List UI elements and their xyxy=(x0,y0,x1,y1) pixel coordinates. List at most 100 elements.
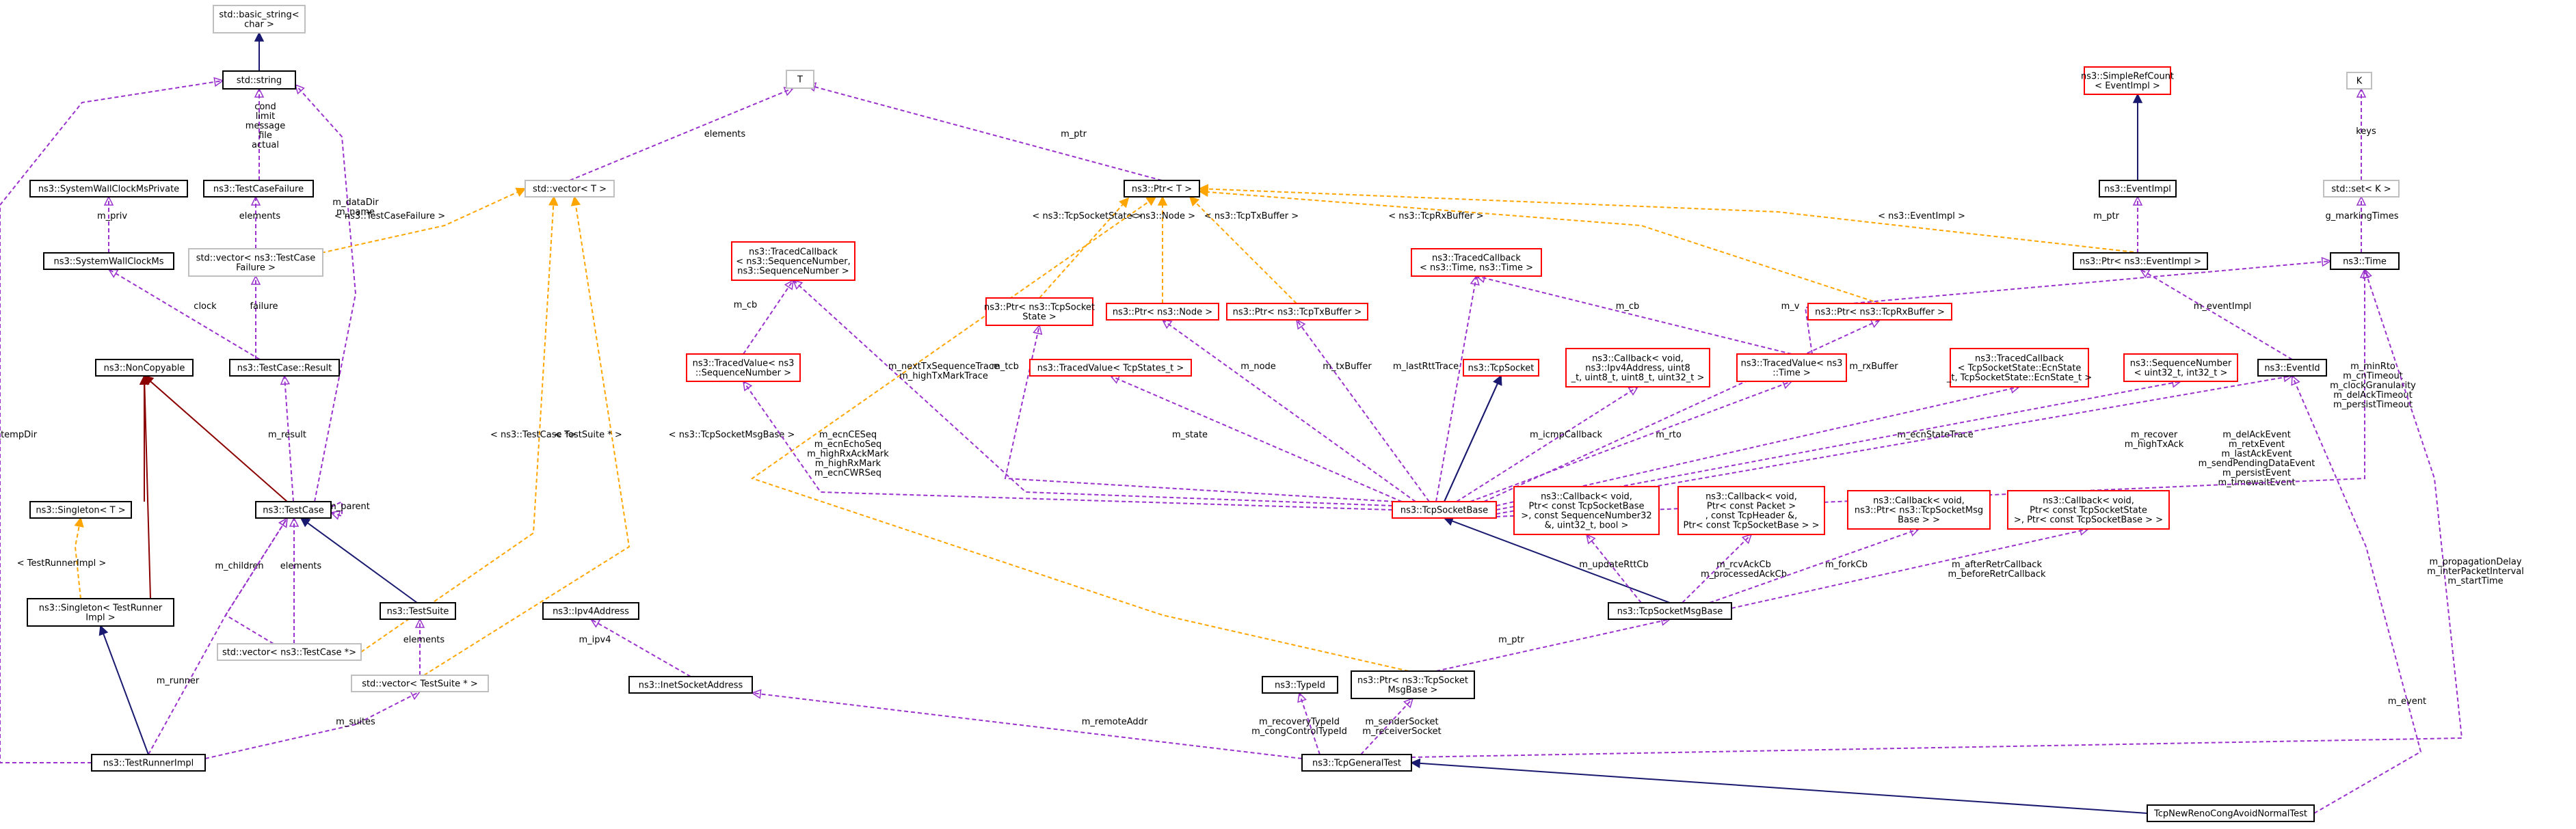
node-box[interactable] xyxy=(188,248,323,277)
node-vector-test-case-ptr[interactable]: std::vector< ns3::TestCase *> xyxy=(217,643,362,661)
node-callback-fork[interactable]: ns3::Callback< void,ns3::Ptr< ns3::TcpSo… xyxy=(1847,490,1991,530)
node-event-impl[interactable]: ns3::EventImpl xyxy=(2099,180,2177,198)
node-singleton-T[interactable]: ns3::Singleton< T > xyxy=(29,501,132,519)
node-traced-value-time[interactable]: ns3::TracedValue< ns3::Time > xyxy=(1736,353,1847,382)
node-test-suite[interactable]: ns3::TestSuite xyxy=(380,602,456,620)
node-box[interactable] xyxy=(2099,180,2177,198)
node-traced-callback-ecn[interactable]: ns3::TracedCallback< TcpSocketState::Ecn… xyxy=(1946,348,2092,388)
node-box[interactable] xyxy=(2007,490,2170,530)
node-std-string[interactable]: std::string xyxy=(222,70,296,90)
node-box[interactable] xyxy=(1513,486,1660,535)
node-box[interactable] xyxy=(351,675,489,692)
node-ptr-tcp-tx-buffer[interactable]: ns3::Ptr< ns3::TcpTxBuffer > xyxy=(1226,303,1368,321)
node-traced-value-seqnum[interactable]: ns3::TracedValue< ns3::SequenceNumber > xyxy=(686,353,801,382)
node-box[interactable] xyxy=(1847,490,1991,530)
node-set-K[interactable]: std::set< K > xyxy=(2323,180,2400,198)
node-box[interactable] xyxy=(2323,180,2400,198)
node-box[interactable] xyxy=(203,180,314,198)
node-box[interactable] xyxy=(542,602,639,620)
node-box[interactable] xyxy=(731,241,855,281)
node-box[interactable] xyxy=(1301,754,1412,772)
node-box[interactable] xyxy=(1226,303,1368,321)
node-ptr-event-impl[interactable]: ns3::Ptr< ns3::EventImpl > xyxy=(2073,252,2208,270)
node-box[interactable] xyxy=(2330,252,2400,270)
node-system-wall-clock-ms[interactable]: ns3::SystemWallClockMs xyxy=(43,252,174,270)
node-box[interactable] xyxy=(525,180,615,198)
node-tcp-new-reno[interactable]: TcpNewRenoCongAvoidNormalTest xyxy=(2147,804,2315,822)
node-box[interactable] xyxy=(229,359,340,377)
node-box[interactable] xyxy=(380,602,456,620)
node-T[interactable]: T xyxy=(786,70,814,89)
node-vector-T[interactable]: std::vector< T > xyxy=(525,180,615,198)
node-traced-callback-seqnum[interactable]: ns3::TracedCallback< ns3::SequenceNumber… xyxy=(731,241,855,281)
node-ipv4-address[interactable]: ns3::Ipv4Address xyxy=(542,602,639,620)
node-non-copyable[interactable]: ns3::NonCopyable xyxy=(95,359,194,377)
node-inet-socket-address[interactable]: ns3::InetSocketAddress xyxy=(628,676,753,694)
node-box[interactable] xyxy=(2147,804,2315,822)
node-type-id[interactable]: ns3::TypeId xyxy=(1262,676,1338,694)
node-box[interactable] xyxy=(1950,348,2089,388)
node-box[interactable] xyxy=(2084,66,2171,95)
node-callback-packet[interactable]: ns3::Callback< void,Ptr< const Packet >,… xyxy=(1677,486,1825,535)
node-box[interactable] xyxy=(217,643,362,661)
node-box[interactable] xyxy=(1736,353,1847,382)
node-system-wall-clock-ms-private[interactable]: ns3::SystemWallClockMsPrivate xyxy=(29,180,188,198)
node-seqnum-32[interactable]: ns3::SequenceNumber< uint32_t, int32_t > xyxy=(2123,353,2238,382)
node-traced-callback-time[interactable]: ns3::TracedCallback< ns3::Time, ns3::Tim… xyxy=(1411,248,1542,277)
node-box[interactable] xyxy=(1608,602,1732,620)
node-box[interactable] xyxy=(1807,303,1952,321)
node-box[interactable] xyxy=(1029,359,1192,377)
node-simple-ref-count[interactable]: ns3::SimpleRefCount< EventImpl > xyxy=(2081,66,2174,95)
node-ptr-node[interactable]: ns3::Ptr< ns3::Node > xyxy=(1106,303,1219,321)
node-box[interactable] xyxy=(27,598,174,627)
node-box[interactable] xyxy=(1351,670,1475,699)
node-K[interactable]: K xyxy=(2346,72,2372,90)
node-box[interactable] xyxy=(29,501,132,519)
node-box[interactable] xyxy=(1677,486,1825,535)
node-callback-icmp[interactable]: ns3::Callback< void,ns3::Ipv4Address, ui… xyxy=(1565,348,1710,388)
node-test-case-failure[interactable]: ns3::TestCaseFailure xyxy=(203,180,314,198)
node-ptr-T[interactable]: ns3::Ptr< T > xyxy=(1124,180,1200,198)
node-box[interactable] xyxy=(1392,501,1497,519)
node-box[interactable] xyxy=(628,676,753,694)
node-basic-string[interactable]: std::basic_string<char > xyxy=(213,5,306,33)
node-box[interactable] xyxy=(1124,180,1200,198)
node-box[interactable] xyxy=(1565,348,1710,388)
node-box[interactable] xyxy=(1106,303,1219,321)
node-box[interactable] xyxy=(1463,359,1539,377)
node-box[interactable] xyxy=(2346,72,2372,90)
node-test-runner-impl[interactable]: ns3::TestRunnerImpl xyxy=(91,754,206,772)
node-box[interactable] xyxy=(2123,353,2238,382)
node-tcp-socket[interactable]: ns3::TcpSocket xyxy=(1463,359,1539,377)
node-ptr-tcp-rx-buffer[interactable]: ns3::Ptr< ns3::TcpRxBuffer > xyxy=(1807,303,1952,321)
node-box[interactable] xyxy=(222,70,296,90)
node-event-id[interactable]: ns3::EventId xyxy=(2257,359,2327,377)
node-box[interactable] xyxy=(2257,359,2327,377)
node-callback-update-rtt[interactable]: ns3::Callback< void,Ptr< const TcpSocket… xyxy=(1513,486,1660,535)
node-box[interactable] xyxy=(2073,252,2208,270)
node-box[interactable] xyxy=(786,70,814,89)
node-box[interactable] xyxy=(91,754,206,772)
node-box[interactable] xyxy=(213,5,306,33)
node-box[interactable] xyxy=(43,252,174,270)
node-callback-retr[interactable]: ns3::Callback< void,Ptr< const TcpSocket… xyxy=(2007,490,2170,530)
node-tcp-socket-base[interactable]: ns3::TcpSocketBase xyxy=(1392,501,1497,519)
node-test-case-result[interactable]: ns3::TestCase::Result xyxy=(229,359,340,377)
node-traced-value-states[interactable]: ns3::TracedValue< TcpStates_t > xyxy=(1029,359,1192,377)
node-box[interactable] xyxy=(1411,248,1542,277)
node-test-case[interactable]: ns3::TestCase xyxy=(255,501,332,519)
node-box[interactable] xyxy=(686,353,801,382)
node-tcp-general-test[interactable]: ns3::TcpGeneralTest xyxy=(1301,754,1412,772)
node-tcp-socket-msg-base[interactable]: ns3::TcpSocketMsgBase xyxy=(1608,602,1732,620)
node-vector-test-suite-ptr[interactable]: std::vector< TestSuite * > xyxy=(351,675,489,692)
node-box[interactable] xyxy=(985,297,1093,326)
node-time[interactable]: ns3::Time xyxy=(2330,252,2400,270)
node-box[interactable] xyxy=(29,180,188,198)
node-box[interactable] xyxy=(255,501,332,519)
node-box[interactable] xyxy=(1262,676,1338,694)
node-box[interactable] xyxy=(95,359,194,377)
